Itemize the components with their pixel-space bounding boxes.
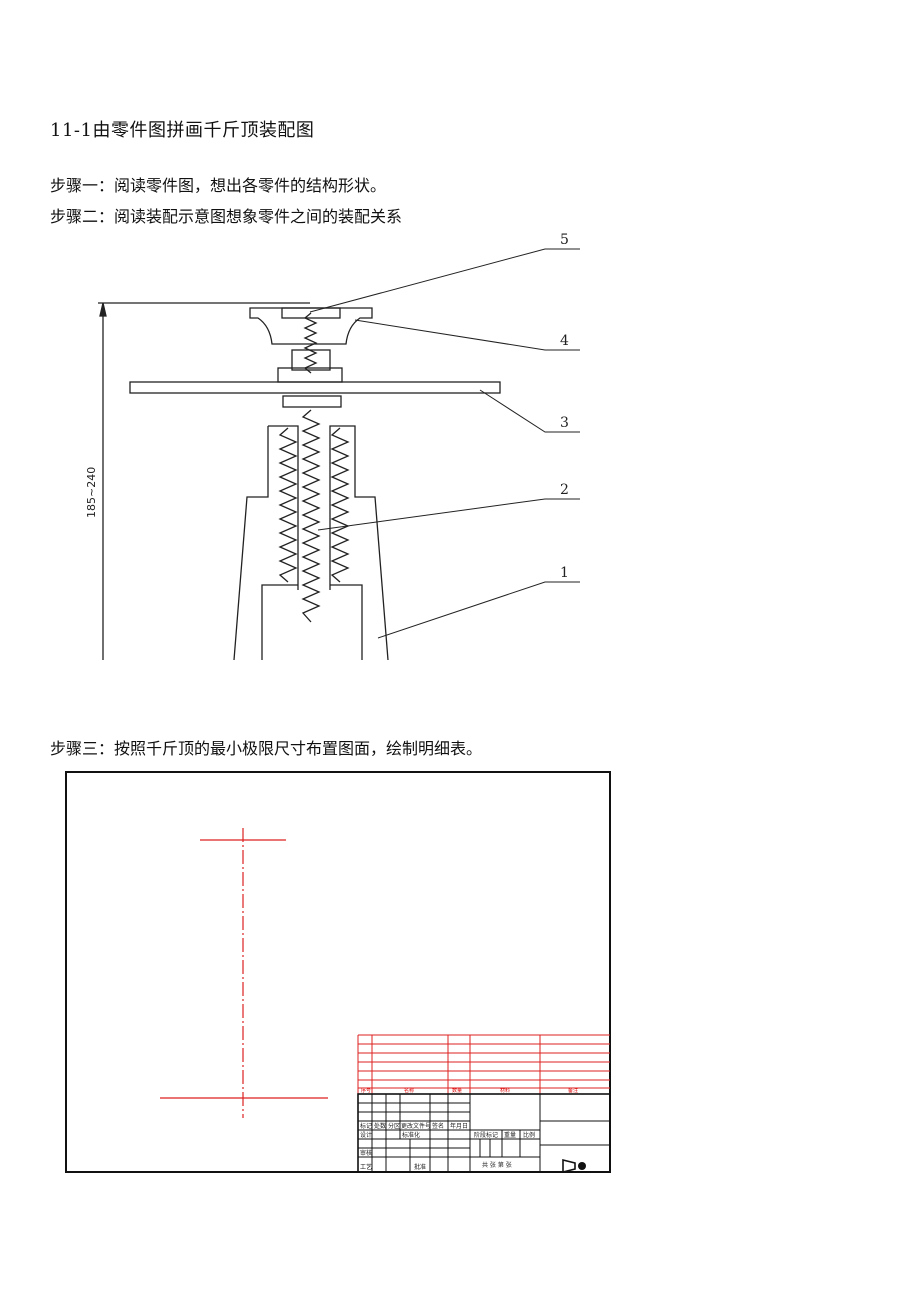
- parts-list-qty: 数量: [452, 1087, 462, 1094]
- leader-1: [377, 581, 580, 639]
- step-one-text: 步骤一：阅读零件图，想出各零件的结构形状。: [50, 176, 387, 195]
- dimension-arrow: [99, 302, 107, 317]
- projection-symbol: [562, 1158, 586, 1174]
- parts-list-material: 材料: [500, 1087, 510, 1094]
- tb-zone: 分区: [388, 1122, 400, 1130]
- parts-list-remark: 备注: [568, 1087, 578, 1094]
- tb-change-doc: 更改文件号: [401, 1122, 431, 1130]
- cap-recess: [281, 307, 341, 319]
- tb-standardization: 标准化: [402, 1131, 420, 1139]
- screw-head-upper: [291, 349, 331, 371]
- step-three-text: 步骤三：按照千斤顶的最小极限尺寸布置图面，绘制明细表。: [50, 739, 483, 758]
- callout-3: 3: [560, 415, 569, 431]
- sheet-border: [65, 771, 611, 1173]
- thread-center: [301, 409, 321, 623]
- parts-list: [357, 1034, 610, 1094]
- tb-mark: 标记: [360, 1122, 372, 1130]
- tb-count: 处数: [374, 1122, 386, 1130]
- leader-3: [479, 389, 580, 433]
- dimension-label: 185~240: [85, 467, 98, 518]
- parts-list-no: 序号: [361, 1087, 371, 1094]
- tb-scale: 比例: [523, 1131, 535, 1139]
- tb-sheets: 共 张 第 张: [482, 1161, 512, 1169]
- body-inner-bore: [261, 584, 363, 660]
- parts-list-name: 名称: [404, 1087, 414, 1094]
- thread-left: [278, 427, 298, 583]
- callout-2: 2: [560, 482, 569, 498]
- tb-weight: 重量: [504, 1131, 516, 1139]
- part-1-body-left: [233, 426, 269, 661]
- leader-5: [309, 248, 580, 313]
- callout-4: 4: [560, 333, 569, 349]
- title-block: [357, 1093, 611, 1173]
- page-title: 11-1由零件图拼画千斤顶装配图: [50, 120, 315, 141]
- leader-4: [354, 319, 580, 351]
- tb-signature: 签名: [432, 1122, 444, 1130]
- thread-right: [330, 427, 350, 583]
- part-4-cap: [249, 307, 373, 345]
- tb-design: 设计: [360, 1131, 372, 1139]
- tb-date: 年月日: [450, 1122, 468, 1130]
- callout-1: 1: [560, 565, 569, 581]
- step-two-text: 步骤二：阅读装配示意图想象零件之间的装配关系: [50, 207, 403, 226]
- part-1-body-right: [268, 425, 389, 661]
- tb-approve: 批准: [414, 1163, 426, 1171]
- tb-review: 审核: [360, 1149, 372, 1157]
- part-3-bar: [129, 381, 501, 394]
- tb-process: 工艺: [360, 1163, 372, 1171]
- callout-5: 5: [560, 232, 569, 248]
- leader-2: [317, 498, 580, 531]
- tb-stage-mark: 阶段标记: [474, 1131, 498, 1139]
- red-layout-lines: [160, 828, 328, 1118]
- screw-block: [282, 395, 342, 408]
- thread-top: [303, 312, 318, 374]
